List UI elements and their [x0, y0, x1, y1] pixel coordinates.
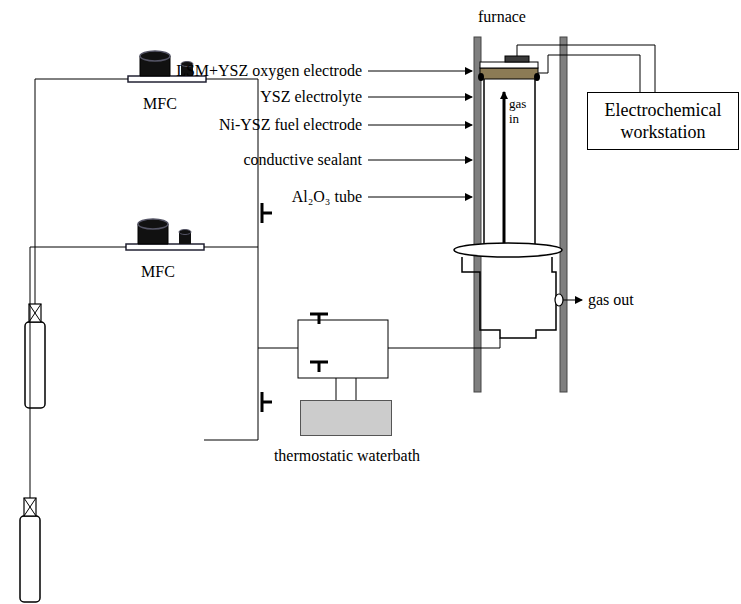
device-label: MFC — [143, 95, 177, 113]
box-text: Electrochemical workstation — [594, 99, 732, 143]
box-caption: thermostatic waterbath — [274, 447, 420, 465]
part-label: YSZ electrolyte — [260, 88, 362, 106]
flow-label: gas out — [588, 291, 634, 309]
flow-label: gas in — [509, 96, 531, 126]
part-label: Ni-YSZ fuel electrode — [219, 116, 362, 134]
device-label: MFC — [141, 263, 175, 281]
waterbath-box: thermostatic waterbath — [300, 400, 392, 436]
part-label: LSM+YSZ oxygen electrode — [176, 62, 362, 80]
part-label: conductive sealant — [243, 151, 362, 169]
part-label: Al₂O₃ tube — [292, 188, 362, 206]
workstation-box: Electrochemical workstation — [587, 92, 739, 150]
furnace-label: furnace — [478, 8, 526, 26]
